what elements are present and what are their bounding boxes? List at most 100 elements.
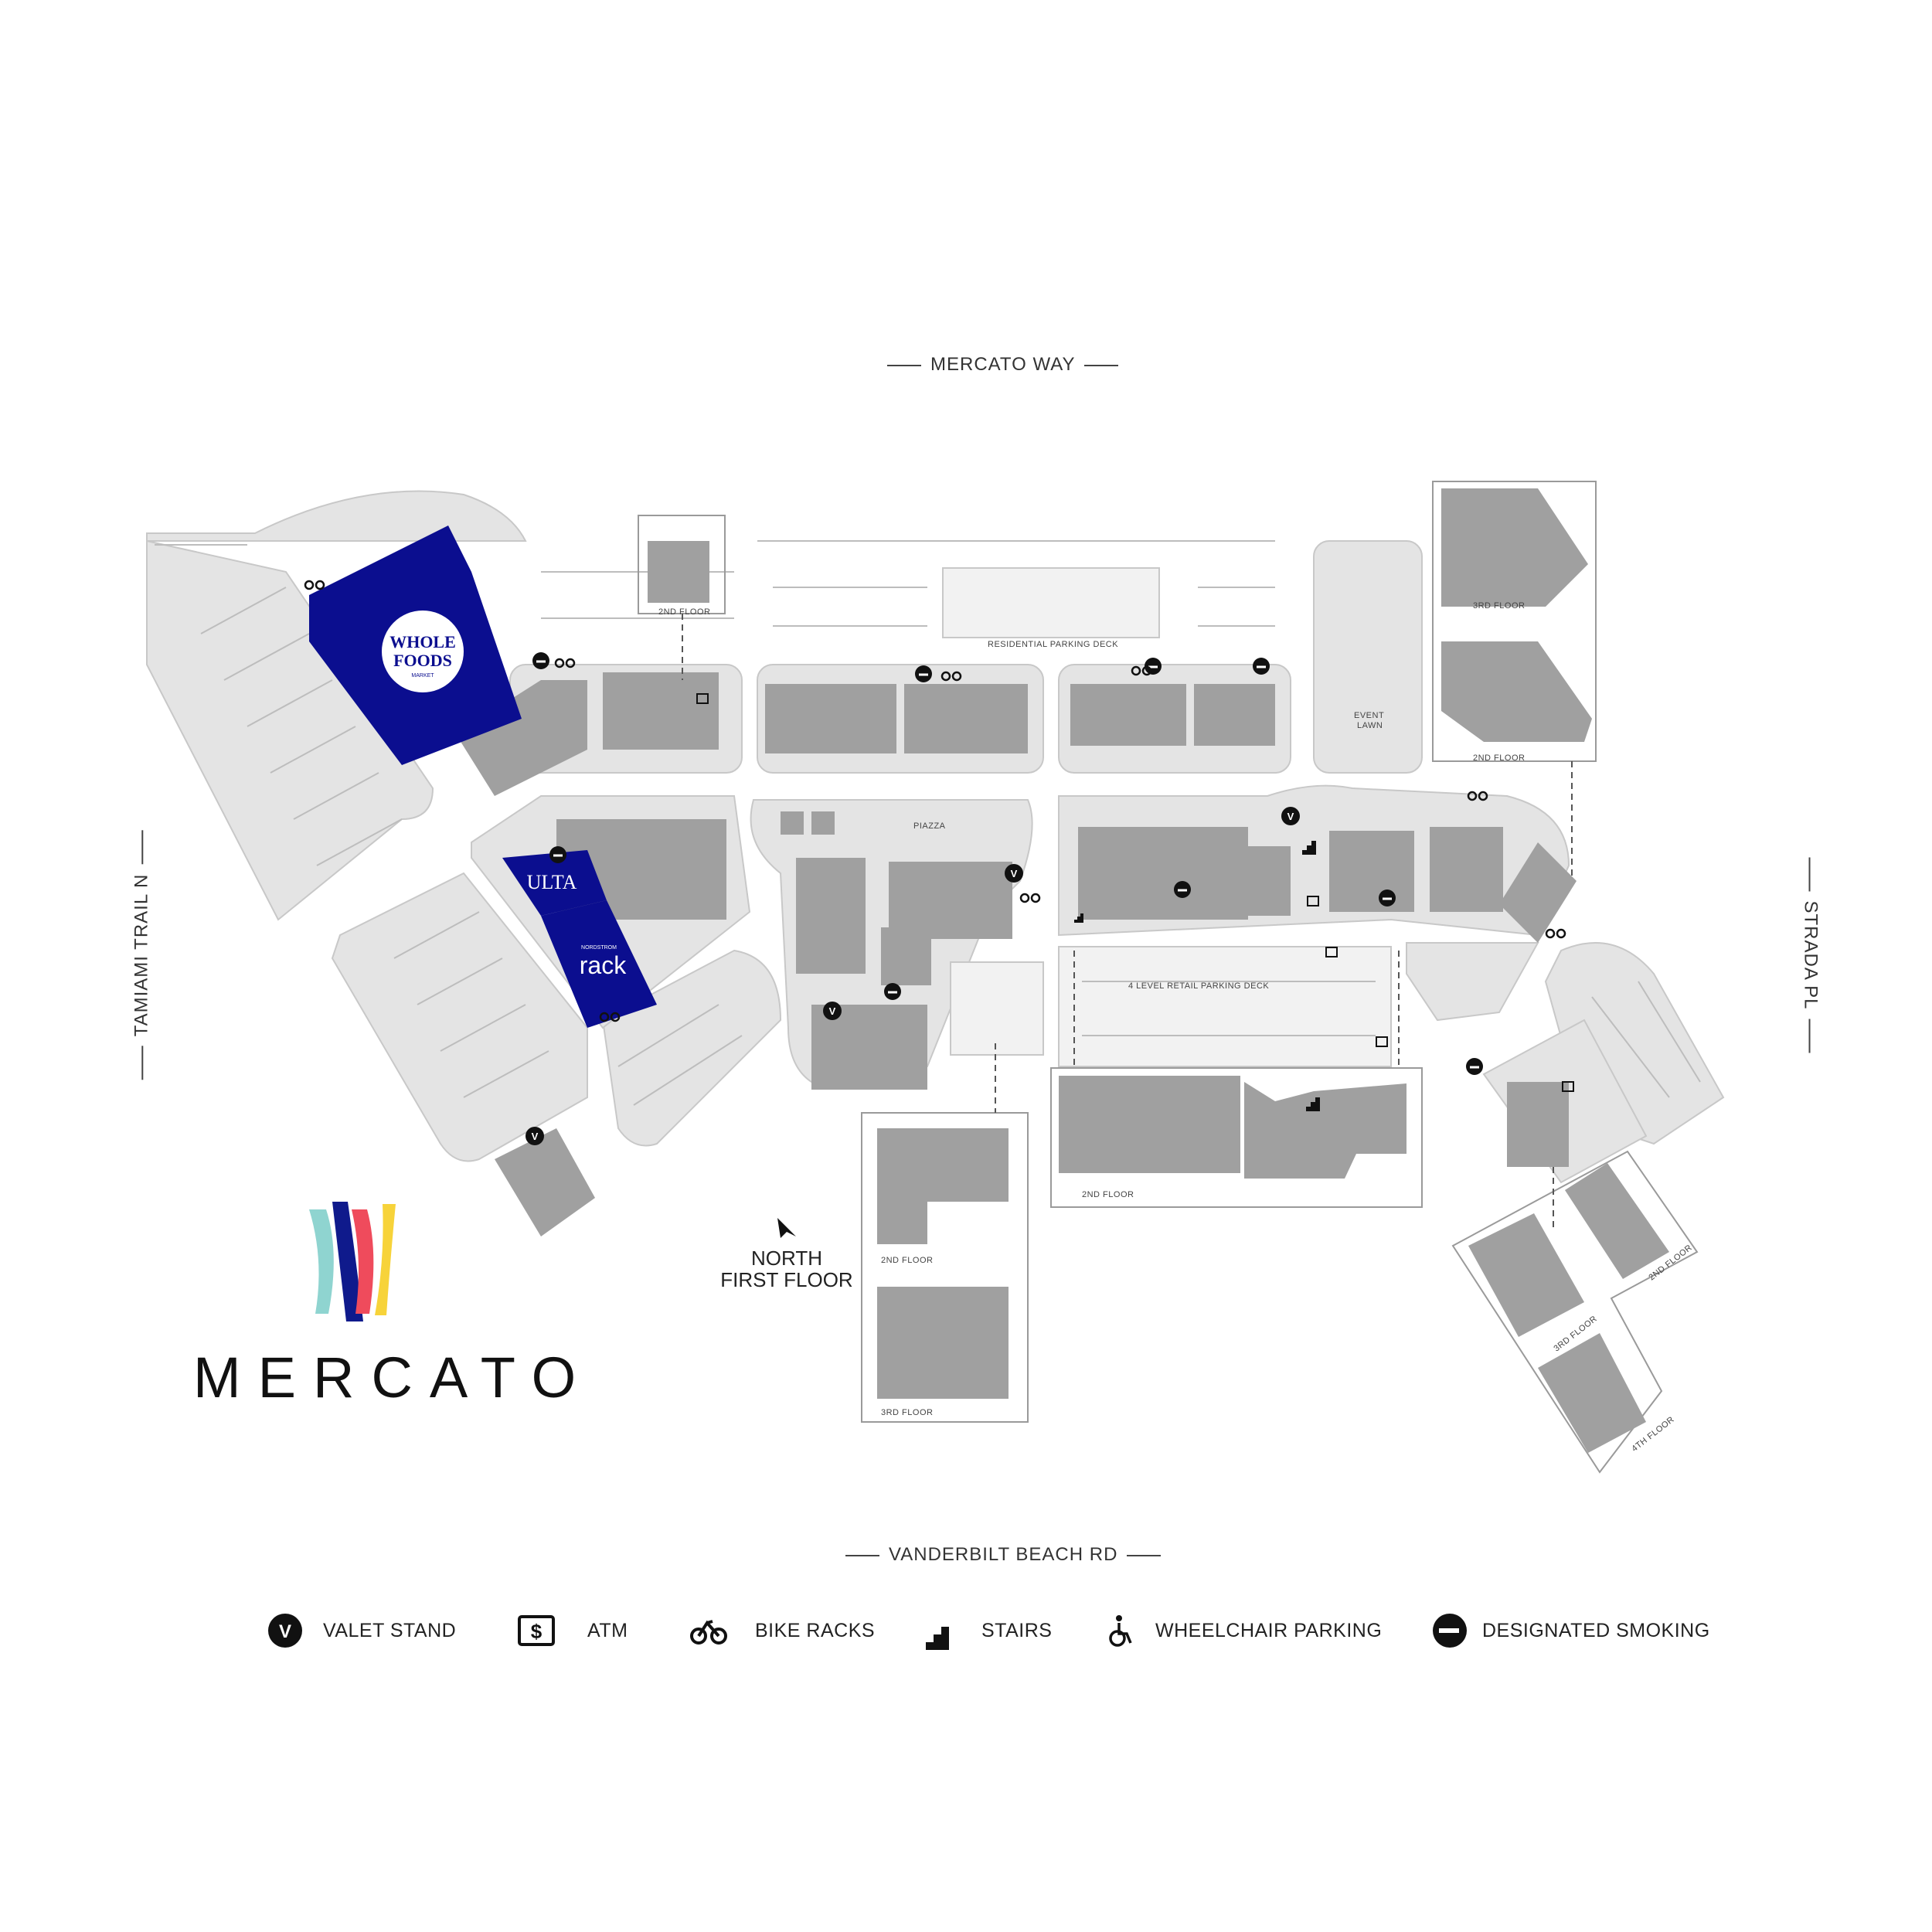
store-block-i: [1078, 827, 1248, 920]
retail-parking-deck: [1058, 946, 1392, 1067]
svg-text:$: $: [531, 1620, 543, 1643]
legend-atm-label: ATM: [587, 1619, 628, 1641]
store-block-f: [1070, 684, 1186, 746]
store-block-m: [1499, 842, 1577, 943]
bike-rack-icon[interactable]: [1545, 928, 1566, 939]
legend-stairs: STAIRS: [981, 1607, 1052, 1654]
street-vanderbilt-beach-rd: VANDERBILT BEACH RD: [836, 1544, 1170, 1566]
event-lawn-area: [1313, 540, 1423, 774]
ulta-building: [502, 850, 607, 916]
atm-icon[interactable]: [1307, 896, 1319, 906]
valet-stand-icon[interactable]: V: [1281, 807, 1300, 825]
whole-foods-logo-line3: MARKET: [411, 673, 434, 679]
inset-leader-lines: [682, 614, 1573, 1229]
legend-wheelchair: WHEELCHAIR PARKING: [1155, 1607, 1382, 1654]
piazza-building-west: [796, 858, 866, 974]
piazza-kiosk-2: [811, 811, 835, 835]
atm-icon[interactable]: [1325, 947, 1338, 957]
north-arrow-icon: [777, 1218, 796, 1238]
southwest-garage-building: [495, 1128, 595, 1236]
bike-rack-icon[interactable]: [1467, 791, 1488, 801]
valet-stand-icon[interactable]: V: [526, 1127, 544, 1145]
legend-wheelchair-label: WHEELCHAIR PARKING: [1155, 1619, 1383, 1641]
legend-icons: V $: [268, 1614, 1467, 1650]
label-east-3rd-floor: 3RD FLOOR: [1473, 601, 1526, 611]
atm-icon[interactable]: [1376, 1036, 1388, 1047]
store-block-c: [603, 672, 719, 750]
label-retail-parking-deck: 4 LEVEL RETAIL PARKING DECK: [1128, 981, 1270, 991]
legend-bike: BIKE RACKS: [755, 1607, 875, 1654]
smoking-icon[interactable]: [1145, 658, 1162, 675]
label-parking-2nd-floor: 2ND FLOOR: [1082, 1190, 1134, 1199]
rack-logo: rack: [580, 951, 627, 979]
logo-stripe-yellow: [375, 1204, 396, 1315]
whole-foods-logo-circle: [382, 611, 464, 692]
nordstrom-rack-building: [541, 900, 657, 1028]
stairs-icon[interactable]: [1306, 1097, 1320, 1111]
store-block-b: [541, 680, 587, 750]
logo-stripe-navy: [332, 1202, 363, 1321]
nordstrom-logo-small: NORDSTROM: [581, 945, 617, 951]
store-block-d: [765, 684, 896, 753]
valet-stand-icon[interactable]: V: [1005, 864, 1023, 883]
smoking-icon[interactable]: [1379, 889, 1396, 906]
mercato-wordmark: MERCATO: [193, 1345, 594, 1410]
label-south-3rd-floor: 3RD FLOOR: [881, 1408, 934, 1417]
label-piazza: PIAZZA: [913, 821, 946, 831]
legend-smoking: DESIGNATED SMOKING: [1482, 1607, 1710, 1654]
legend-bike-label: BIKE RACKS: [755, 1619, 876, 1641]
west-parking-lot: [146, 539, 434, 921]
inset-parking-2nd-building-west: [1059, 1076, 1240, 1173]
smoking-icon[interactable]: [915, 665, 932, 682]
atm-icon[interactable]: [1562, 1081, 1574, 1092]
inset-parking-2nd-building-east: [1244, 1082, 1406, 1179]
inset-southeast-floors: [1451, 1150, 1699, 1474]
inset-south-2nd-3rd-floor: [861, 1112, 1029, 1423]
label-south-2nd-floor: 2ND FLOOR: [881, 1256, 934, 1265]
bike-rack-icon[interactable]: [1019, 893, 1041, 903]
smoking-icon[interactable]: [1253, 658, 1270, 675]
ulta-logo: ULTA: [527, 871, 577, 893]
valet-stand-icon[interactable]: V: [823, 1002, 842, 1020]
store-block-j: [1221, 846, 1291, 916]
smoking-icon[interactable]: [549, 846, 566, 863]
label-event-lawn-1: EVENT: [1354, 711, 1385, 720]
label-residential-parking-deck: RESIDENTIAL PARKING DECK: [988, 640, 1119, 649]
stairs-icon[interactable]: [1074, 913, 1083, 923]
stairs-icon[interactable]: [1302, 841, 1316, 855]
whole-foods-logo-line1: WHOLE: [389, 632, 456, 651]
bike-rack-icon[interactable]: [304, 580, 325, 590]
inset-se-4th-building: [1538, 1333, 1646, 1453]
svg-text:V: V: [279, 1621, 291, 1642]
smoking-icon[interactable]: [884, 983, 901, 1000]
bike-rack-icon[interactable]: [554, 658, 576, 668]
southwest-parking-lot: [331, 872, 588, 1162]
smoking-icon[interactable]: [1174, 881, 1191, 898]
floor-label: FIRST FLOOR: [720, 1268, 853, 1291]
atm-icon[interactable]: [696, 693, 709, 704]
legend-valet: VALET STAND: [323, 1607, 456, 1654]
bike-rack-icon[interactable]: [599, 1012, 621, 1022]
floor-insets: [638, 481, 1699, 1474]
svg-text:V: V: [1287, 811, 1294, 822]
north-access-road: [146, 490, 527, 542]
store-block-e: [904, 684, 1028, 753]
residential-parking-deck: [942, 567, 1160, 638]
inset-parking-2nd-floor: [1050, 1067, 1423, 1208]
label-east-2nd-floor: 2ND FLOOR: [1473, 753, 1526, 763]
bike-rack-icon[interactable]: [940, 671, 962, 682]
street-mercato-way: MERCATO WAY: [878, 354, 1128, 376]
smoking-icon[interactable]: [1466, 1058, 1483, 1075]
legend-smoking-label: DESIGNATED SMOKING: [1482, 1619, 1710, 1641]
smoking-icon[interactable]: [532, 652, 549, 669]
buildings: [456, 672, 1577, 1236]
legend-valet-label: VALET STAND: [323, 1619, 457, 1641]
bike-rack-icon[interactable]: [1131, 665, 1152, 676]
store-block-g: [1194, 684, 1275, 746]
southeast-building: [1507, 1082, 1569, 1167]
inset-buildings: [648, 488, 1669, 1453]
inset-se-3rd-building: [1468, 1213, 1584, 1337]
label-event-lawn-2: LAWN: [1357, 721, 1383, 730]
svg-text:V: V: [1011, 868, 1018, 879]
label-north-2nd-floor: 2ND FLOOR: [658, 607, 711, 617]
